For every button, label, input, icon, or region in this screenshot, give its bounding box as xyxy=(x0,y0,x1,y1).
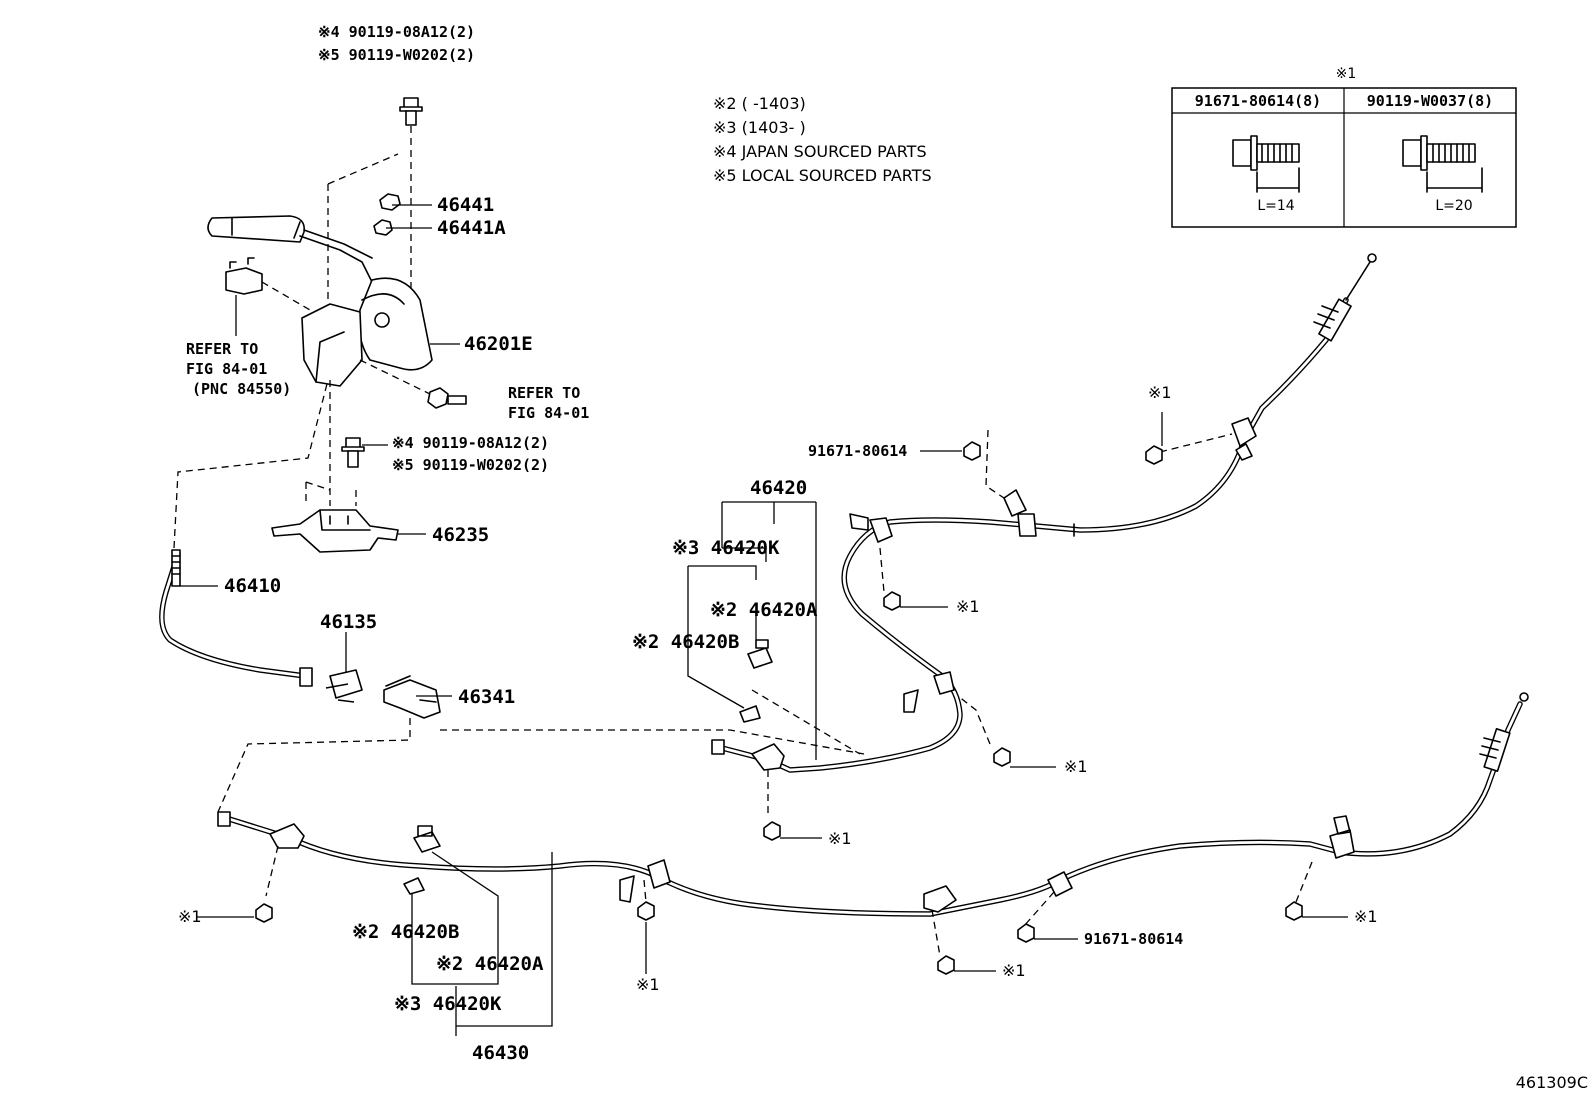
flange-bolt-icon xyxy=(1232,135,1300,193)
bolt-icon xyxy=(963,441,981,461)
bolt-table-part-1: 91671-80614(8) xyxy=(1195,92,1321,110)
bolt-icon xyxy=(1017,923,1035,943)
bolt-icon xyxy=(399,97,423,126)
label-mark1-lower-right: ※1 xyxy=(1354,907,1378,926)
label-mark1-mid-low: ※1 xyxy=(1064,757,1088,776)
bolt-icon xyxy=(427,387,467,409)
bracket-46235 xyxy=(271,380,426,553)
label-46430: 46430 xyxy=(472,1042,529,1064)
label-refer-right-2: FIG 84-01 xyxy=(508,404,589,422)
nut-icon xyxy=(379,193,401,211)
bolt-icon xyxy=(883,591,901,611)
label-46420K-lower: ※3 46420K xyxy=(394,993,502,1015)
label-46420A-lower: ※2 46420A xyxy=(436,953,544,975)
label-91671-upper: 91671-80614 xyxy=(808,442,907,460)
label-bolt-top-1: ※4 90119-08A12(2) xyxy=(318,23,475,41)
notes-block: ※2 ( -1403) ※3 (1403- ) ※4 JAPAN SOURCED… xyxy=(713,94,932,185)
note-5: ※5 LOCAL SOURCED PARTS xyxy=(713,166,932,185)
label-refer-left-1: REFER TO xyxy=(186,340,258,358)
cable-46410 xyxy=(159,379,329,687)
label-mark1-left: ※1 xyxy=(178,907,202,926)
label-46441A: 46441A xyxy=(437,217,506,239)
label-46420B-lower: ※2 46420B xyxy=(352,921,459,943)
label-refer-left-3: (PNC 84550) xyxy=(192,380,291,398)
label-46235: 46235 xyxy=(432,524,489,546)
note-3: ※3 (1403- ) xyxy=(713,118,806,137)
flange-bolt-icon xyxy=(1402,135,1483,193)
bolt-table-length-1: L=14 xyxy=(1257,198,1294,214)
cable-46420 xyxy=(687,253,1377,841)
bolt-icon xyxy=(341,437,365,468)
label-mark1-lower-mid: ※1 xyxy=(1002,961,1026,980)
label-46201E: 46201E xyxy=(464,333,533,355)
label-mark1-mid-right: ※1 xyxy=(956,597,980,616)
bolt-table-mark: ※1 xyxy=(1336,66,1357,82)
bolt-table-length-2: L=20 xyxy=(1435,198,1472,214)
label-bolt-top-2: ※5 90119-W0202(2) xyxy=(318,46,475,64)
label-refer-left-2: FIG 84-01 xyxy=(186,360,267,378)
label-mark1-r-upper: ※1 xyxy=(1148,383,1172,402)
bolt-icon xyxy=(1145,445,1163,465)
bolt-icon xyxy=(993,747,1011,767)
bolt-icon xyxy=(937,955,955,975)
label-91671-lower: 91671-80614 xyxy=(1084,930,1183,948)
bolt-icon xyxy=(255,903,273,923)
bolt-icon xyxy=(637,901,655,921)
label-46420K-upper: ※3 46420K xyxy=(672,537,780,559)
diagram-id: 461309C xyxy=(1516,1073,1588,1092)
bolt-icon xyxy=(763,821,781,841)
bolt-icon xyxy=(1285,901,1303,921)
note-4: ※4 JAPAN SOURCED PARTS xyxy=(713,142,927,161)
label-mark1-bottom-cable: ※1 xyxy=(828,829,852,848)
label-46441: 46441 xyxy=(437,194,494,216)
bolt-table-part-2: 90119-W0037(8) xyxy=(1367,92,1493,110)
label-mark1-lower-bracket: ※1 xyxy=(636,975,660,994)
label-46410: 46410 xyxy=(224,575,281,597)
parking-brake-lever xyxy=(207,97,467,409)
nut-icon xyxy=(373,219,393,236)
label-46420B-upper: ※2 46420B xyxy=(632,631,739,653)
equalizer xyxy=(217,632,865,813)
cable-46430 xyxy=(196,692,1529,1036)
label-bolt-mid-1: ※4 90119-08A12(2) xyxy=(392,434,549,452)
note-2: ※2 ( -1403) xyxy=(713,94,806,113)
label-bolt-mid-2: ※5 90119-W0202(2) xyxy=(392,456,549,474)
label-refer-right-1: REFER TO xyxy=(508,384,580,402)
label-46420: 46420 xyxy=(750,477,807,499)
label-46135: 46135 xyxy=(320,611,377,633)
label-46341: 46341 xyxy=(458,686,515,708)
label-46420A-upper: ※2 46420A xyxy=(710,599,818,621)
bolt-table: ※1 91671-80614(8) 90119-W0037(8) L=14 L=… xyxy=(1171,66,1517,228)
